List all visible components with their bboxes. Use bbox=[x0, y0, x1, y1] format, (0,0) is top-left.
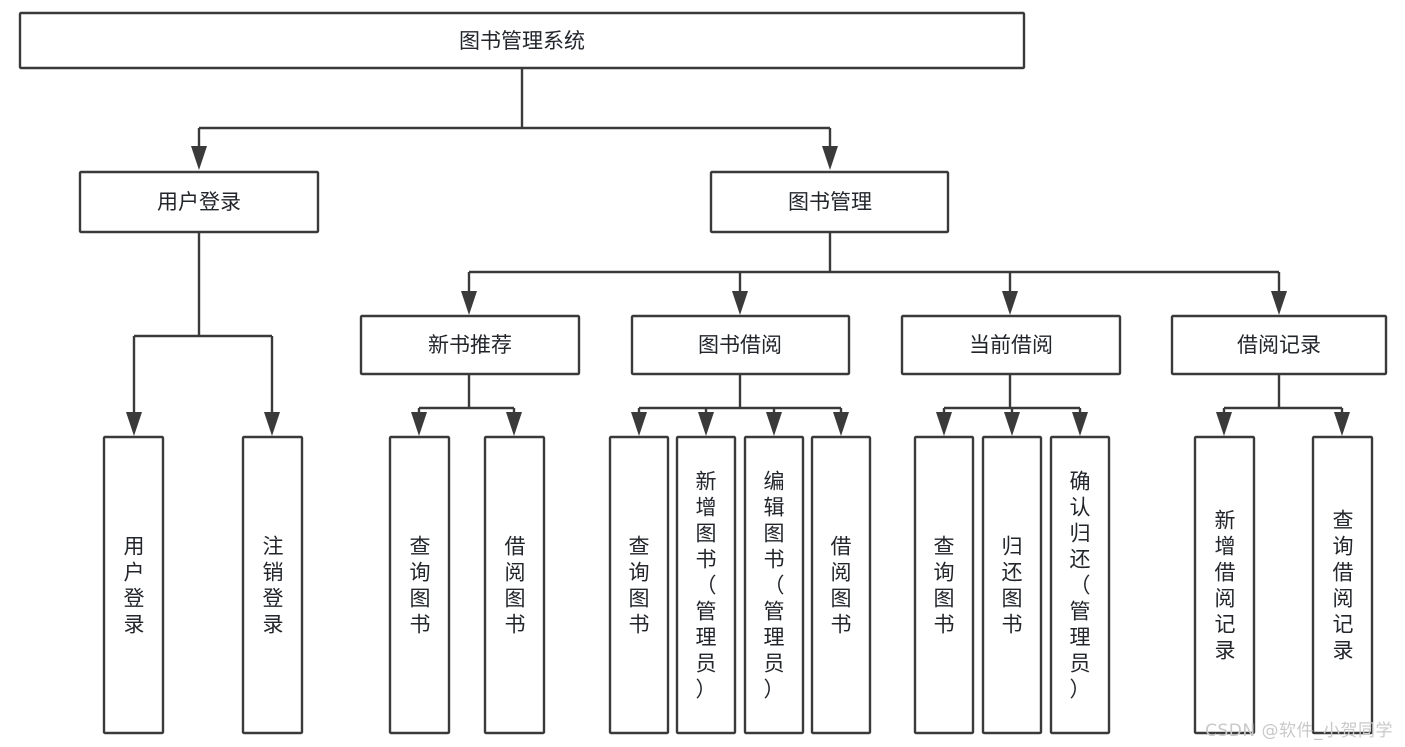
node-leaf-user-login-label: 用户登录 bbox=[124, 534, 145, 636]
arrow-icon bbox=[1004, 412, 1020, 436]
node-book-borrow-box[interactable] bbox=[630, 314, 851, 376]
node-leaf-logout-label: 注销登录 bbox=[263, 534, 284, 636]
node-borrow-record-box[interactable] bbox=[1170, 314, 1388, 376]
node-leaf-query-book-2-box[interactable] bbox=[608, 435, 670, 735]
node-leaf-query-record-label: 查询借阅记录 bbox=[1333, 508, 1354, 662]
node-leaf-borrow-book-1-box[interactable] bbox=[483, 435, 546, 735]
node-book-borrow[interactable]: 图书借阅 bbox=[630, 314, 851, 376]
node-leaf-add-record[interactable]: 新增借阅记录 bbox=[1193, 435, 1256, 735]
node-leaf-confirm-return[interactable]: 确认归还（管理员） bbox=[1049, 435, 1111, 735]
arrow-icon bbox=[1072, 412, 1088, 436]
node-leaf-return-book-box[interactable] bbox=[981, 435, 1043, 735]
node-book-management[interactable]: 图书管理 bbox=[709, 170, 950, 234]
node-leaf-add-book-box[interactable] bbox=[675, 435, 737, 735]
node-leaf-logout[interactable]: 注销登录 bbox=[241, 435, 304, 735]
node-leaf-confirm-return-label: 确认归还（管理员） bbox=[1070, 469, 1091, 701]
arrow-icon bbox=[1002, 291, 1018, 315]
node-leaf-query-book-1[interactable]: 查询图书 bbox=[388, 435, 451, 735]
node-leaf-borrow-book-1-label: 借阅图书 bbox=[505, 534, 526, 636]
arrow-icon bbox=[126, 412, 142, 436]
node-root-box[interactable] bbox=[18, 11, 1026, 70]
node-leaf-add-record-box[interactable] bbox=[1193, 435, 1256, 735]
node-leaf-confirm-return-box[interactable] bbox=[1049, 435, 1111, 735]
node-current-borrow-label: 当前借阅 bbox=[969, 333, 1053, 357]
node-borrow-record-label: 借阅记录 bbox=[1237, 333, 1321, 357]
node-root-label: 图书管理系统 bbox=[459, 29, 585, 53]
node-leaf-query-book-3[interactable]: 查询图书 bbox=[913, 435, 975, 735]
leaf-nodes: 用户登录 注销登录 查询图书 借阅图书 查询图书 新增图书（管理员） 编辑图书（… bbox=[102, 435, 1374, 735]
node-leaf-edit-book-label: 编辑图书（管理员） bbox=[764, 469, 785, 701]
arrow-icon bbox=[1216, 412, 1232, 436]
node-leaf-borrow-book-1[interactable]: 借阅图书 bbox=[483, 435, 546, 735]
arrow-icon bbox=[732, 291, 748, 315]
node-new-book-recommend[interactable]: 新书推荐 bbox=[359, 314, 581, 376]
node-user-login-label: 用户登录 bbox=[157, 190, 241, 214]
node-current-borrow[interactable]: 当前借阅 bbox=[900, 314, 1122, 376]
node-book-management-label: 图书管理 bbox=[788, 190, 872, 214]
node-leaf-query-book-2[interactable]: 查询图书 bbox=[608, 435, 670, 735]
arrow-icon bbox=[264, 412, 280, 436]
arrow-icon bbox=[766, 412, 782, 436]
node-leaf-return-book[interactable]: 归还图书 bbox=[981, 435, 1043, 735]
node-leaf-edit-book-box[interactable] bbox=[743, 435, 805, 735]
arrow-icon bbox=[1334, 412, 1350, 436]
arrow-icon bbox=[936, 412, 952, 436]
node-root[interactable]: 图书管理系统 bbox=[18, 11, 1026, 70]
node-leaf-borrow-book-2-label: 借阅图书 bbox=[831, 534, 852, 636]
arrow-icon bbox=[822, 146, 838, 170]
node-user-login-box[interactable] bbox=[78, 170, 320, 234]
node-leaf-add-book[interactable]: 新增图书（管理员） bbox=[675, 435, 737, 735]
node-leaf-logout-box[interactable] bbox=[241, 435, 304, 735]
node-book-borrow-label: 图书借阅 bbox=[698, 333, 782, 357]
node-leaf-return-book-label: 归还图书 bbox=[1002, 534, 1023, 636]
node-leaf-edit-book[interactable]: 编辑图书（管理员） bbox=[743, 435, 805, 735]
arrow-icon bbox=[631, 412, 647, 436]
arrow-icon bbox=[506, 412, 522, 436]
node-leaf-query-book-3-box[interactable] bbox=[913, 435, 975, 735]
node-leaf-user-login[interactable]: 用户登录 bbox=[102, 435, 165, 735]
node-leaf-query-book-1-label: 查询图书 bbox=[410, 534, 431, 636]
arrow-icon bbox=[411, 412, 427, 436]
arrow-icon bbox=[191, 146, 207, 170]
node-leaf-query-record-box[interactable] bbox=[1311, 435, 1374, 735]
node-new-book-recommend-box[interactable] bbox=[359, 314, 581, 376]
node-leaf-query-book-1-box[interactable] bbox=[388, 435, 451, 735]
node-leaf-user-login-box[interactable] bbox=[102, 435, 165, 735]
node-new-book-recommend-label: 新书推荐 bbox=[428, 333, 512, 357]
node-leaf-query-book-2-label: 查询图书 bbox=[629, 534, 650, 636]
arrow-icon bbox=[833, 412, 849, 436]
node-book-management-box[interactable] bbox=[709, 170, 950, 234]
node-current-borrow-box[interactable] bbox=[900, 314, 1122, 376]
node-leaf-borrow-book-2-box[interactable] bbox=[810, 435, 872, 735]
arrow-icon bbox=[698, 412, 714, 436]
node-leaf-add-record-label: 新增借阅记录 bbox=[1215, 508, 1236, 662]
connector-group bbox=[126, 68, 1350, 436]
arrow-icon bbox=[461, 291, 477, 315]
node-borrow-record[interactable]: 借阅记录 bbox=[1170, 314, 1388, 376]
node-leaf-add-book-label: 新增图书（管理员） bbox=[696, 469, 717, 701]
node-leaf-query-record[interactable]: 查询借阅记录 bbox=[1311, 435, 1374, 735]
node-user-login[interactable]: 用户登录 bbox=[78, 170, 320, 234]
node-leaf-query-book-3-label: 查询图书 bbox=[934, 534, 955, 636]
node-leaf-borrow-book-2[interactable]: 借阅图书 bbox=[810, 435, 872, 735]
arrow-icon bbox=[1271, 291, 1287, 315]
